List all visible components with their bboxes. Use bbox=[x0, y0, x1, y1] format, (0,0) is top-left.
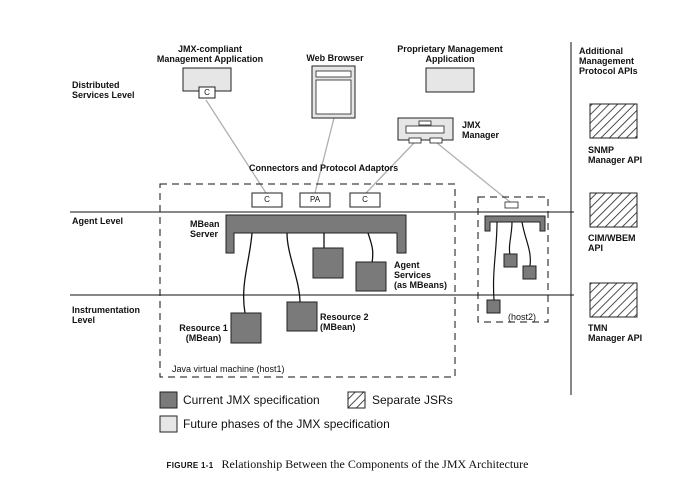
figure-title: Relationship Between the Components of t… bbox=[221, 457, 529, 471]
legend-current-text: Current JMX specification bbox=[183, 393, 320, 407]
legend-separate-text: Separate JSRs bbox=[372, 393, 453, 407]
connector-c-right-label: C bbox=[362, 195, 368, 204]
resource-1-box bbox=[230, 312, 262, 344]
distributed-level-label: Distributed Services Level bbox=[72, 80, 135, 100]
web-browser-label: Web Browser bbox=[306, 53, 364, 63]
legend-separate-swatch bbox=[347, 391, 366, 409]
resource2-label: Resource 2 (MBean) bbox=[320, 312, 369, 332]
host2-resource-a bbox=[503, 253, 518, 268]
mbean-links bbox=[242, 232, 374, 314]
host2-label: (host2) bbox=[508, 312, 537, 322]
jmx-manager-inner bbox=[405, 125, 445, 134]
protocol-adaptor-pa bbox=[299, 192, 331, 208]
agent-level-label: Agent Level bbox=[72, 216, 124, 226]
host2-resource-c bbox=[486, 299, 501, 314]
agent-service-2 bbox=[355, 261, 387, 292]
tmn-api-box bbox=[589, 282, 638, 318]
host2-links bbox=[492, 221, 531, 301]
host1-boundary bbox=[159, 183, 456, 378]
additional-apis-label: Additional Management Protocol APIs bbox=[579, 46, 638, 76]
cim-label: CIM/WBEM API bbox=[588, 233, 636, 253]
jmx-manager-label: JMX Manager bbox=[462, 120, 500, 140]
jmx-app-connector-label: C bbox=[204, 88, 210, 97]
legend-current-swatch bbox=[159, 391, 178, 409]
connectors-label: Connectors and Protocol Adaptors bbox=[249, 163, 399, 173]
agent-service-1 bbox=[312, 247, 344, 279]
snmp-label: SNMP Manager API bbox=[588, 145, 643, 165]
snmp-api-box bbox=[589, 103, 638, 139]
instrumentation-level-label: Instrumentation Level bbox=[72, 305, 141, 325]
jvm-host1-label: Java virtual machine (host1) bbox=[172, 364, 285, 374]
jmx-manager-port-right bbox=[429, 137, 443, 144]
jmx-manager-top-port bbox=[418, 120, 432, 126]
connector-c-right bbox=[349, 192, 381, 208]
web-browser-bar bbox=[315, 70, 352, 78]
mbean-server bbox=[225, 214, 407, 254]
figure-caption: FIGURE 1-1 Relationship Between the Compo… bbox=[0, 455, 695, 473]
resource1-label: Resource 1 (MBean) bbox=[179, 323, 228, 343]
mbean-server-label: MBean Server bbox=[190, 219, 220, 239]
jmx-app-label: JMX-compliant Management Application bbox=[156, 44, 264, 64]
proprietary-app-box bbox=[425, 67, 475, 93]
connection-lines bbox=[205, 99, 511, 203]
legend-future-text: Future phases of the JMX specification bbox=[183, 417, 390, 431]
web-browser-window bbox=[315, 79, 352, 115]
jmx-app-connector bbox=[198, 86, 216, 99]
connector-c-left-label: C bbox=[264, 195, 270, 204]
figure-number: FIGURE 1-1 bbox=[166, 461, 214, 470]
proprietary-app-label: Proprietary Management Application bbox=[397, 44, 503, 64]
host2-mbean-server bbox=[484, 215, 546, 232]
agent-services-label: Agent Services (as MBeans) bbox=[394, 260, 448, 290]
legend-future-swatch bbox=[159, 415, 178, 433]
cim-api-box bbox=[589, 192, 638, 228]
host2-resource-b bbox=[522, 265, 537, 280]
protocol-adaptor-label: PA bbox=[309, 195, 321, 204]
tmn-label: TMN Manager API bbox=[588, 323, 643, 343]
resource-2-box bbox=[286, 301, 318, 332]
jmx-manager-port-left bbox=[408, 137, 422, 144]
host2-connector bbox=[504, 201, 519, 209]
connector-c-left bbox=[251, 192, 283, 208]
host2-boundary bbox=[477, 196, 549, 323]
